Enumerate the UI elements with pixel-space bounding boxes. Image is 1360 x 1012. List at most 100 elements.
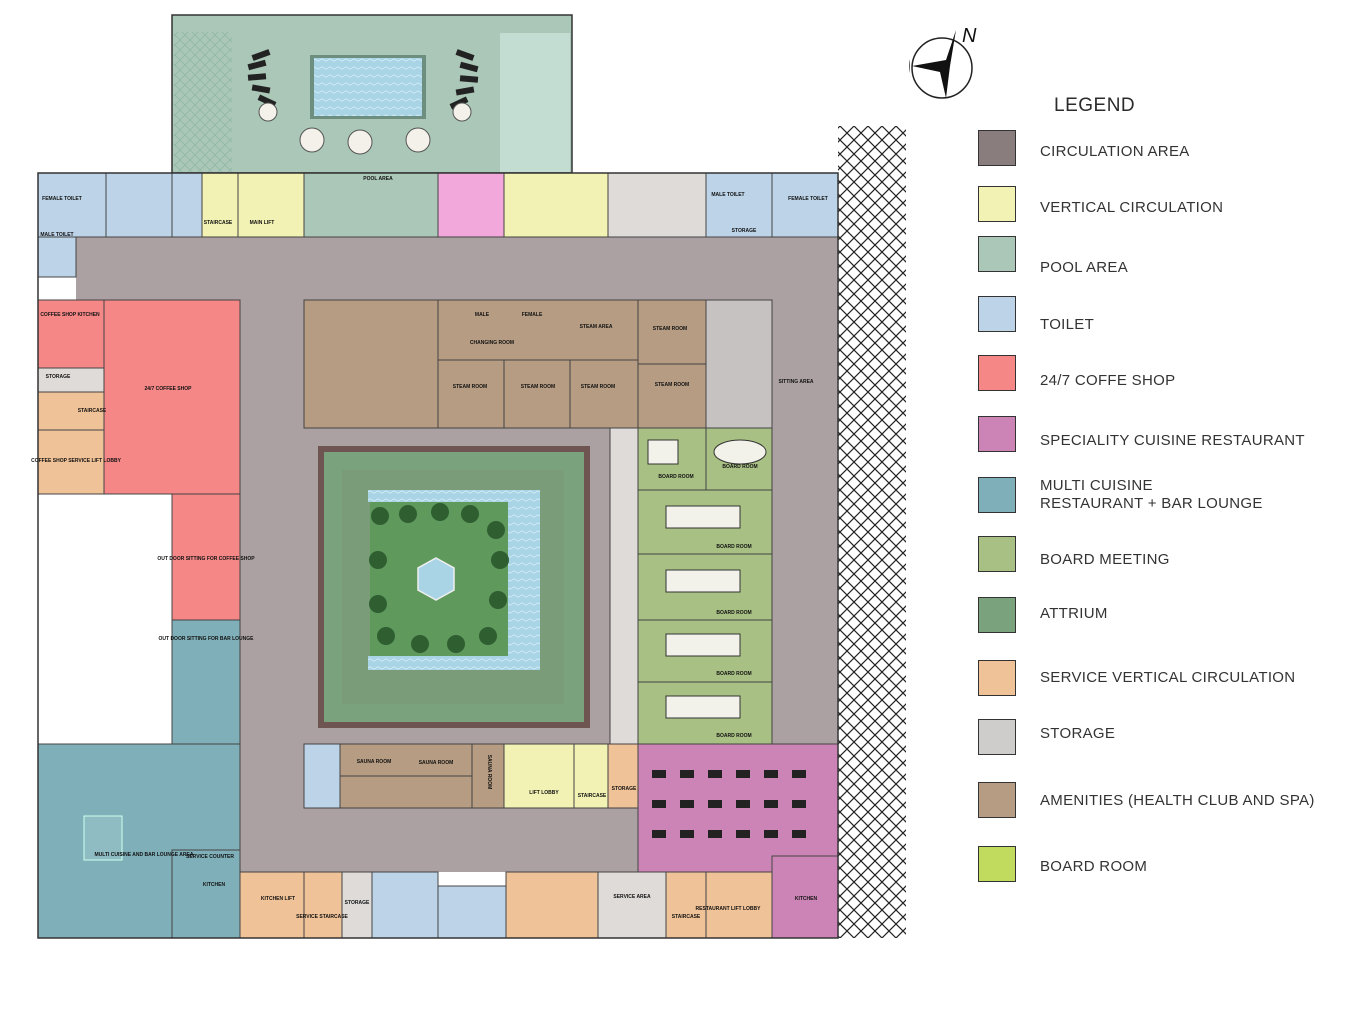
storage-top-label: STORAGE	[732, 228, 757, 234]
compass: N	[906, 20, 986, 100]
board-room-1-label: BOARD ROOM	[658, 474, 693, 480]
coffee-shop-block	[37, 299, 241, 621]
speciality-tables	[652, 770, 806, 838]
lounger-group-right	[449, 49, 479, 110]
legend-label: AMENITIES (HEALTH CLUB AND SPA)	[1040, 792, 1315, 809]
legend-item: BOARD ROOM	[978, 846, 1358, 886]
sauna-room-1-label: SAUNA ROOM	[357, 759, 392, 765]
outer-wall	[37, 172, 839, 939]
steam-room-4-label: STEAM ROOM	[581, 384, 615, 390]
legend-label: BOARD MEETING	[1040, 551, 1170, 568]
legend-label: MULTI CUISINE RESTAURANT + BAR LOUNGE	[1040, 477, 1263, 512]
legend-swatch	[978, 536, 1016, 572]
kitchen-left-label: KITCHEN	[203, 882, 226, 888]
legend-swatch	[978, 477, 1016, 513]
pool-deck-tiles	[174, 32, 232, 172]
legend-item: ATTRIUM	[978, 597, 1358, 637]
steam-area-label: STEAM AREA	[580, 324, 613, 330]
legend-swatch	[978, 296, 1016, 332]
legend-label: CIRCULATION AREA	[1040, 143, 1190, 160]
storage-mid-label: STORAGE	[612, 786, 637, 792]
legend-label: STORAGE	[1040, 725, 1116, 742]
legend-swatch	[978, 782, 1016, 818]
legend-label: VERTICAL CIRCULATION	[1040, 199, 1224, 216]
floor-plan: POOL AREA FEMALE TOILET MALE TOILET STAI…	[31, 14, 971, 939]
service-staircase-label: SERVICE STAIRCASE	[296, 914, 348, 920]
atrium-side-storage	[609, 427, 639, 745]
swimming-pool-water	[314, 58, 422, 116]
service-area-label: SERVICE AREA	[613, 894, 651, 900]
bottom-row-rooms	[239, 855, 839, 939]
legend-label: POOL AREA	[1040, 259, 1129, 276]
sitting-area	[705, 299, 773, 429]
atrium-fountain	[417, 557, 455, 601]
sauna-room-2-label: SAUNA ROOM	[419, 760, 454, 766]
legend-item: 24/7 COFFE SHOP	[978, 355, 1358, 395]
kitchen-right-label: KITCHEN	[795, 896, 818, 902]
legend-item: STORAGE	[978, 719, 1358, 759]
male-toilet-left-label: MALE TOILET	[40, 232, 73, 238]
sitting-area-label: SITTING AREA	[778, 379, 813, 385]
legend-label: 24/7 COFFE SHOP	[1040, 372, 1176, 389]
legend-item: AMENITIES (HEALTH CLUB AND SPA)	[978, 782, 1358, 822]
legend-swatch	[978, 660, 1016, 696]
legend-item: SERVICE VERTICAL CIRCULATION	[978, 660, 1358, 700]
staircase-top-label: STAIRCASE	[204, 220, 233, 226]
top-row-rooms	[37, 172, 839, 278]
multi-cuisine-block	[37, 619, 241, 939]
legend-item: BOARD MEETING	[978, 536, 1358, 576]
compass-letter: N	[962, 25, 977, 47]
changing-room-label: CHANGING ROOM	[470, 340, 514, 346]
board-room-6-label: BOARD ROOM	[716, 733, 751, 739]
female-toilet-left-label: FEMALE TOILET	[42, 196, 82, 202]
male-toilet-right-label: MALE TOILET	[711, 192, 744, 198]
kitchen-lift-label: KITCHEN LIFT	[261, 896, 295, 902]
board-room-4-label: BOARD ROOM	[716, 610, 751, 616]
legend-label: SERVICE VERTICAL CIRCULATION	[1040, 669, 1296, 686]
steam-room-3-label: STEAM ROOM	[521, 384, 555, 390]
board-tables	[647, 439, 767, 719]
pool-deck-lawn	[500, 33, 570, 172]
board-room-2-label: BOARD ROOM	[722, 464, 757, 470]
steam-room-2-label: STEAM ROOM	[453, 384, 487, 390]
lift-lobby-label: LIFT LOBBY	[529, 790, 559, 796]
staircase-mid-label: STAIRCASE	[578, 793, 607, 799]
staircase-bottom-label: STAIRCASE	[672, 914, 701, 920]
atrium-pool-side	[508, 490, 540, 670]
legend-label: SPECIALITY CUISINE RESTAURANT	[1040, 432, 1305, 449]
legend-item: CIRCULATION AREA	[978, 130, 1358, 170]
coffee-lift-label: COFFEE SHOP SERVICE LIFT LOBBY	[31, 458, 121, 464]
steam-room-1-label: STEAM ROOM	[653, 326, 687, 332]
storage-bottom-label: STORAGE	[345, 900, 370, 906]
steam-room-5-label: STEAM ROOM	[655, 382, 689, 388]
legend-item: SPECIALITY CUISINE RESTAURANT	[978, 416, 1358, 456]
legend-swatch	[978, 236, 1016, 272]
umbrella-tables	[258, 102, 472, 155]
legend-swatch	[978, 719, 1016, 755]
legend-swatch	[978, 846, 1016, 882]
atrium-trees	[369, 503, 509, 653]
board-room-5-label: BOARD ROOM	[716, 671, 751, 677]
legend-swatch	[978, 355, 1016, 391]
sauna-block	[303, 743, 639, 809]
atrium-pool-top	[368, 490, 540, 502]
legend-item: VERTICAL CIRCULATION	[978, 186, 1358, 226]
legend-item: TOILET	[978, 296, 1358, 336]
site-boundary-hatch	[838, 126, 906, 938]
staircase-left-label: STAIRCASE	[78, 408, 107, 414]
legend-label: BOARD ROOM	[1040, 858, 1148, 875]
legend-item: MULTI CUISINE RESTAURANT + BAR LOUNGE	[978, 477, 1358, 517]
storage-left-label: STORAGE	[46, 374, 71, 380]
sauna-room-3-label: SAUNA ROOM	[486, 755, 492, 790]
compass-needle-icon	[912, 30, 956, 98]
amenities-block	[303, 299, 707, 429]
outdoor-lounge-label: OUT DOOR SITTING FOR BAR LOUNGE	[159, 636, 255, 642]
restaurant-lift-label: RESTAURANT LIFT LOBBY	[696, 906, 762, 912]
coffee-shop-label: 24/7 COFFEE SHOP	[145, 386, 193, 392]
legend-swatch	[978, 130, 1016, 166]
legend-swatch	[978, 186, 1016, 222]
female-toilet-right-label: FEMALE TOILET	[788, 196, 828, 202]
female-label: FEMALE	[522, 312, 543, 318]
pool-area-label: POOL AREA	[363, 176, 393, 182]
